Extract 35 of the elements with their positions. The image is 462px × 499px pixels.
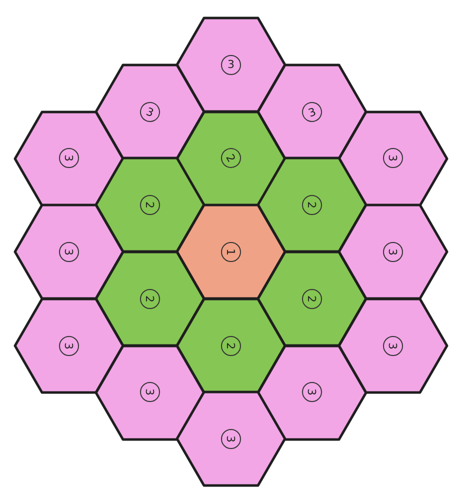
hexagon-tile [96, 64, 204, 158]
circled-number: 2 [221, 336, 241, 356]
circled-number: 3 [59, 148, 79, 168]
circled-number: 3 [383, 148, 403, 168]
hexagon-tile [258, 252, 366, 346]
circled-number: 3 [383, 336, 403, 356]
circled-number: 3 [221, 54, 241, 75]
circled-number: 3 [302, 382, 322, 402]
hexagon-tile [177, 298, 285, 392]
hexagon-tile [15, 298, 123, 392]
hexagon-tile [258, 346, 366, 440]
hexagon-tile [258, 64, 366, 158]
circled-number: 3 [140, 382, 160, 402]
circled-number: 2 [302, 195, 322, 216]
circled-number: 2 [140, 288, 160, 309]
hexagon-tile [177, 205, 285, 299]
hexagon-tile [177, 18, 285, 112]
circled-number: 3 [221, 429, 241, 450]
hexagon-tile [177, 392, 285, 486]
circled-number: 3 [59, 242, 79, 262]
circled-number: 3 [383, 242, 403, 262]
hexagon-tile [96, 158, 204, 252]
hexagon-tile [15, 112, 123, 206]
hexagon-tile [177, 112, 285, 206]
hexagon-tile [339, 205, 447, 299]
hexagon-tile [96, 346, 204, 440]
hexagon-tile [339, 298, 447, 392]
hexagon-tile [96, 252, 204, 346]
circled-number: 2 [302, 288, 322, 309]
hexagon-tile [339, 112, 447, 206]
circled-number: 3 [59, 336, 79, 356]
circled-number: 2 [140, 195, 160, 216]
hexagon-tile [258, 158, 366, 252]
hexagon-tile [15, 205, 123, 299]
circled-number: 1 [221, 242, 241, 262]
